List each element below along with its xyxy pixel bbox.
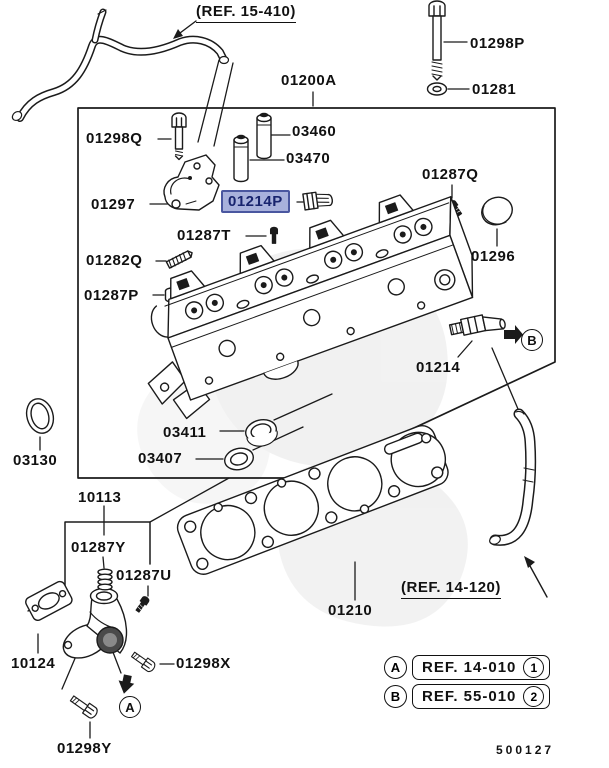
part-label-01287T[interactable]: 01287T [177, 227, 231, 244]
part-label-01287Y[interactable]: 01287Y [71, 539, 126, 556]
part-label-01200A[interactable]: 01200A [281, 72, 337, 89]
part-label-01287Q[interactable]: 01287Q [422, 166, 479, 183]
ref-annotation-14-120: (REF. 14-120) [401, 579, 501, 599]
seal-03407-drawing [224, 447, 254, 471]
oring-03130-drawing [25, 398, 55, 434]
fitting-01214-drawing [448, 314, 506, 336]
legend-marker-a: A [384, 656, 407, 679]
part-label-01214[interactable]: 01214 [416, 359, 461, 376]
part-label-01296[interactable]: 01296 [471, 248, 516, 265]
part-label-01287P[interactable]: 01287P [84, 287, 139, 304]
ball-01297-drawing [171, 199, 181, 209]
part-label-01281[interactable]: 01281 [472, 81, 517, 98]
part-label-01214P[interactable]: 01214P [221, 190, 290, 213]
legend-ref-14-010[interactable]: REF. 14-010 1 [412, 655, 551, 680]
drawing-number: 500127 [496, 743, 555, 757]
part-label-01287U[interactable]: 01287U [116, 567, 172, 584]
legend-number-2: 2 [523, 686, 545, 707]
part-label-01297[interactable]: 01297 [91, 196, 136, 213]
valve-guide-03460-drawing [256, 112, 272, 160]
bolt-01287U-drawing [135, 596, 150, 613]
legend-marker-b: B [384, 685, 407, 708]
arrow-to-callout-b [504, 325, 523, 344]
leader-lines [37, 41, 519, 739]
legend: A REF. 14-010 1 B REF. 55-010 2 [384, 655, 551, 709]
head-gasket-01210-drawing [176, 425, 449, 575]
ref-15-410-arrow [173, 20, 197, 39]
legend-number-1: 1 [523, 657, 545, 678]
part-label-03130[interactable]: 03130 [13, 452, 58, 469]
bolt-01298Y-drawing [69, 695, 98, 719]
part-label-10113[interactable]: 10113 [78, 489, 122, 506]
ref-annotation-15-410: (REF. 15-410) [196, 3, 296, 23]
hose-drawing [489, 408, 537, 546]
pipe-drawing [11, 8, 230, 122]
part-label-03407[interactable]: 03407 [138, 450, 183, 467]
main-detail-box [77, 107, 556, 479]
valve-guide-03470-drawing [233, 134, 249, 183]
callout-a-marker: A [119, 696, 141, 718]
legend-ref-text: REF. 14-010 [422, 659, 517, 676]
bolt-01287T-drawing [269, 226, 279, 244]
gasket-10124-drawing [25, 580, 73, 622]
spring-01287Y-drawing [97, 568, 113, 591]
legend-row-b: B REF. 55-010 2 [384, 684, 551, 709]
housing-10113-drawing [62, 587, 128, 659]
part-label-01298X[interactable]: 01298X [176, 655, 231, 672]
cam-cap-drawing [163, 154, 220, 211]
part-label-10124[interactable]: 10124 [11, 655, 56, 672]
plug-01214P-drawing [302, 191, 334, 211]
part-label-01210[interactable]: 01210 [328, 602, 373, 619]
part-label-03411[interactable]: 03411 [163, 424, 207, 441]
legend-ref-text: REF. 55-010 [422, 688, 517, 705]
part-label-03460[interactable]: 03460 [292, 123, 337, 140]
callout-b-marker: B [521, 329, 543, 351]
arrow-to-callout-a [118, 674, 135, 694]
legend-ref-55-010[interactable]: REF. 55-010 2 [412, 684, 551, 709]
part-label-01298Y[interactable]: 01298Y [57, 740, 112, 757]
stud-01282Q-drawing [165, 250, 193, 269]
part-label-03470[interactable]: 03470 [286, 150, 331, 167]
part-label-01298Q[interactable]: 01298Q [86, 130, 143, 147]
ring-03411-drawing [245, 418, 278, 447]
legend-row-a: A REF. 14-010 1 [384, 655, 551, 680]
part-label-01282Q[interactable]: 01282Q [86, 252, 143, 269]
ref-14-120-arrow [524, 556, 548, 598]
part-label-01298P[interactable]: 01298P [470, 35, 525, 52]
bolt-01298P-drawing [428, 0, 446, 81]
washer-01281-drawing [426, 82, 448, 96]
cap-01296-drawing [481, 196, 513, 226]
bolt-01298Q-drawing [171, 112, 187, 161]
cylinder-head-drawing [147, 194, 474, 420]
bolt-01298X-drawing [130, 651, 156, 673]
